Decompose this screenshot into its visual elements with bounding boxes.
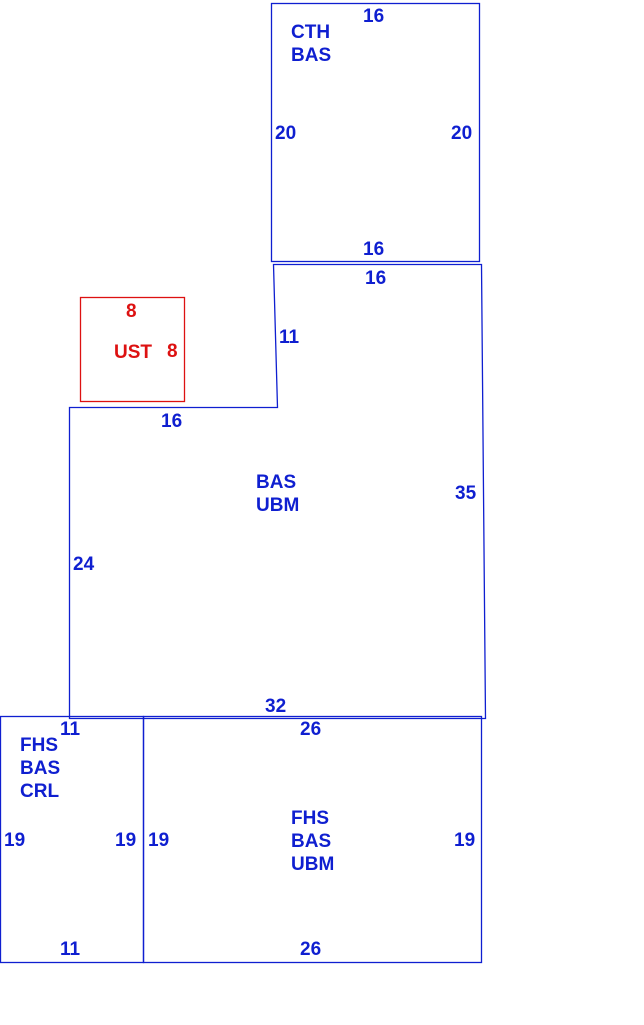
cth-bas-dim-top: 16 (363, 6, 384, 27)
fhs-bas-ubm-code-1: FHS (291, 808, 329, 829)
fhs-bas-ubm-code-2: BAS (291, 831, 331, 852)
cth-bas-dim-bottom: 16 (363, 239, 384, 260)
bas-ubm-outline (68, 263, 487, 720)
fhs-bas-ubm-dim-top: 26 (300, 719, 321, 740)
ust-dim-right: 8 (167, 341, 178, 362)
bas-ubm-code-1: BAS (256, 472, 296, 493)
fhs-bas-crl-dim-top: 11 (60, 719, 81, 740)
fhs-bas-crl-code-2: BAS (20, 758, 60, 779)
bas-ubm-code-2: UBM (256, 495, 299, 516)
ust-code: UST (114, 342, 152, 363)
ust-dim-top: 8 (126, 301, 137, 322)
fhs-bas-crl-code-1: FHS (20, 735, 58, 756)
bas-ubm-dim-step-horizontal: 16 (161, 411, 182, 432)
fhs-bas-ubm-code-3: UBM (291, 854, 334, 875)
cth-bas-outline (270, 2, 481, 263)
cth-bas-code-2: BAS (291, 45, 331, 66)
bas-ubm-dim-bottom: 32 (265, 696, 286, 717)
fhs-bas-ubm-dim-bottom: 26 (300, 939, 321, 960)
fhs-bas-crl-dim-bottom: 11 (60, 939, 81, 960)
bas-ubm-dim-right: 35 (455, 483, 477, 504)
fhs-bas-ubm-outline (142, 715, 483, 964)
cth-bas-dim-right: 20 (451, 123, 472, 144)
bas-ubm-dim-step-vertical: 11 (279, 327, 300, 348)
fhs-bas-ubm-dim-right: 19 (454, 830, 475, 851)
bas-ubm-dim-left: 24 (73, 554, 95, 575)
ust-outline (79, 296, 186, 403)
fhs-bas-crl-dim-right: 19 (115, 830, 136, 851)
fhs-bas-crl-dim-left: 19 (4, 830, 25, 851)
cth-bas-code-1: CTH (291, 22, 330, 43)
fhs-bas-crl-code-3: CRL (20, 781, 59, 802)
cth-bas-dim-left: 20 (275, 123, 296, 144)
bas-ubm-dim-top: 16 (365, 268, 386, 289)
fhs-bas-ubm-dim-left: 19 (148, 830, 169, 851)
